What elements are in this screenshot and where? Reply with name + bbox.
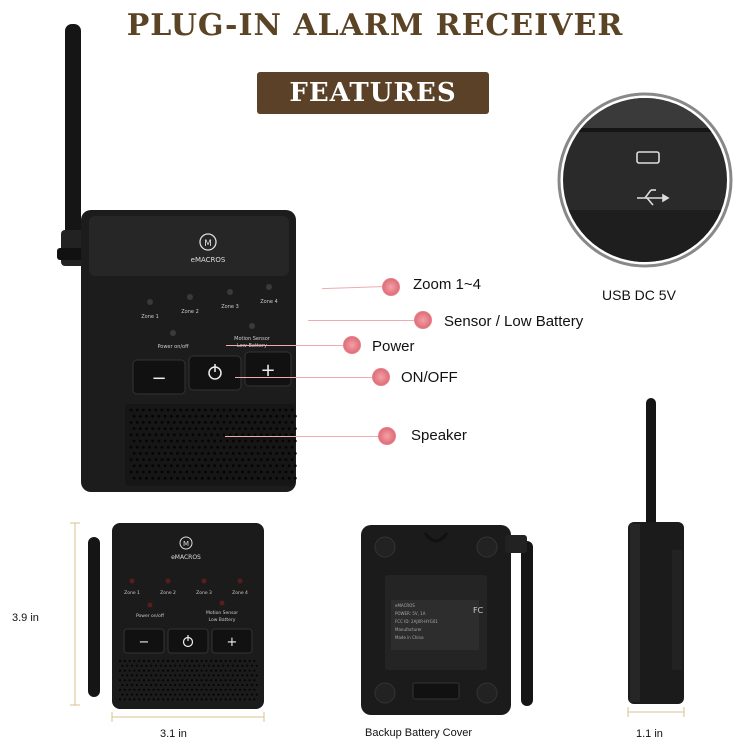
usb-port-zoom (557, 92, 733, 268)
zone-label: Zone 1 (141, 314, 159, 320)
onoff-callout-label: ON/OFF (401, 369, 458, 386)
brand-logo-icon (199, 233, 217, 251)
svg-text:−: − (151, 368, 166, 389)
svg-text:POWER: 5V, 1A: POWER: 5V, 1A (395, 611, 426, 616)
callout-dot (414, 311, 432, 329)
svg-text:Motion Sensor: Motion Sensor (206, 610, 238, 616)
svg-text:Zone 3: Zone 3 (196, 590, 212, 596)
zone-label: Zone 2 (181, 309, 199, 315)
svg-text:M: M (204, 239, 212, 249)
svg-text:FCC ID: 2AJXR-HYG01: FCC ID: 2AJXR-HYG01 (395, 619, 438, 624)
svg-text:+: + (227, 635, 238, 650)
power-button (188, 355, 242, 391)
brand-name: eMACROS (191, 256, 226, 264)
usb-symbol-icon (637, 189, 670, 206)
svg-text:Zone 4: Zone 4 (232, 590, 248, 596)
callout-line (225, 436, 380, 437)
svg-text:−: − (139, 635, 150, 650)
low-battery-label: Low Battery (237, 343, 267, 349)
zoom-callout-label: Zoom 1~4 (413, 276, 481, 293)
speaker-callout-label: Speaker (411, 427, 467, 444)
back-view-caption: Backup Battery Cover (365, 727, 472, 739)
svg-text:Power on/off: Power on/off (136, 613, 165, 619)
page-title: PLUG-IN ALARM RECEIVER (126, 8, 624, 43)
width-dimension: 3.1 in (160, 728, 187, 740)
svg-text:eMACROS: eMACROS (395, 603, 415, 608)
depth-dimension: 1.1 in (636, 728, 663, 740)
callout-dot (378, 427, 396, 445)
power-led (170, 330, 176, 336)
motion-sensor-label: Motion Sensor (234, 336, 271, 342)
svg-text:Made in China: Made in China (395, 635, 424, 640)
svg-text:Manufacturer: Manufacturer (395, 627, 422, 632)
svg-text:Zone 2: Zone 2 (160, 590, 176, 596)
sensor-led (249, 323, 255, 329)
zone-label: Zone 4 (260, 299, 278, 305)
sensor-callout-label: Sensor / Low Battery (444, 313, 584, 330)
front-dimension-view: M eMACROS Zone 1 Zone 2 Zone 3 Zone 4 Po… (70, 522, 265, 722)
callout-line (226, 345, 346, 346)
callout-dot (372, 368, 390, 386)
callout-line (322, 285, 390, 290)
zone-led (227, 289, 233, 295)
side-view-image (627, 398, 685, 717)
zone-led (266, 284, 272, 290)
height-dimension: 3.9 in (12, 612, 39, 624)
zone-led (147, 299, 153, 305)
svg-text:M: M (183, 540, 189, 548)
callout-dot (343, 336, 361, 354)
power-callout-label: Power (372, 338, 415, 355)
callout-line (235, 377, 375, 378)
features-badge: FEATURES (257, 72, 489, 114)
svg-text:+: + (260, 360, 275, 381)
power-led-label: Power on/off (157, 344, 189, 350)
usb-port-icon (636, 151, 660, 164)
svg-text:eMACROS: eMACROS (171, 554, 201, 561)
speaker-holes (129, 408, 297, 480)
svg-text:FC: FC (473, 606, 484, 615)
zone-led (187, 294, 193, 300)
back-view-image: eMACROS POWER: 5V, 1A FCC ID: 2AJXR-HYG0… (361, 525, 533, 715)
minus-button (132, 359, 186, 395)
callout-line (308, 320, 420, 321)
callout-dot (382, 278, 400, 296)
main-device-image: M eMACROS Zone 1 Zone 2 Zone 3 Zone 4 Po… (57, 24, 297, 492)
antenna (65, 24, 81, 250)
zone-label: Zone 3 (221, 304, 239, 310)
svg-text:Zone 1: Zone 1 (124, 590, 140, 596)
usb-label: USB DC 5V (602, 287, 676, 303)
svg-text:Low Battery: Low Battery (209, 617, 236, 623)
